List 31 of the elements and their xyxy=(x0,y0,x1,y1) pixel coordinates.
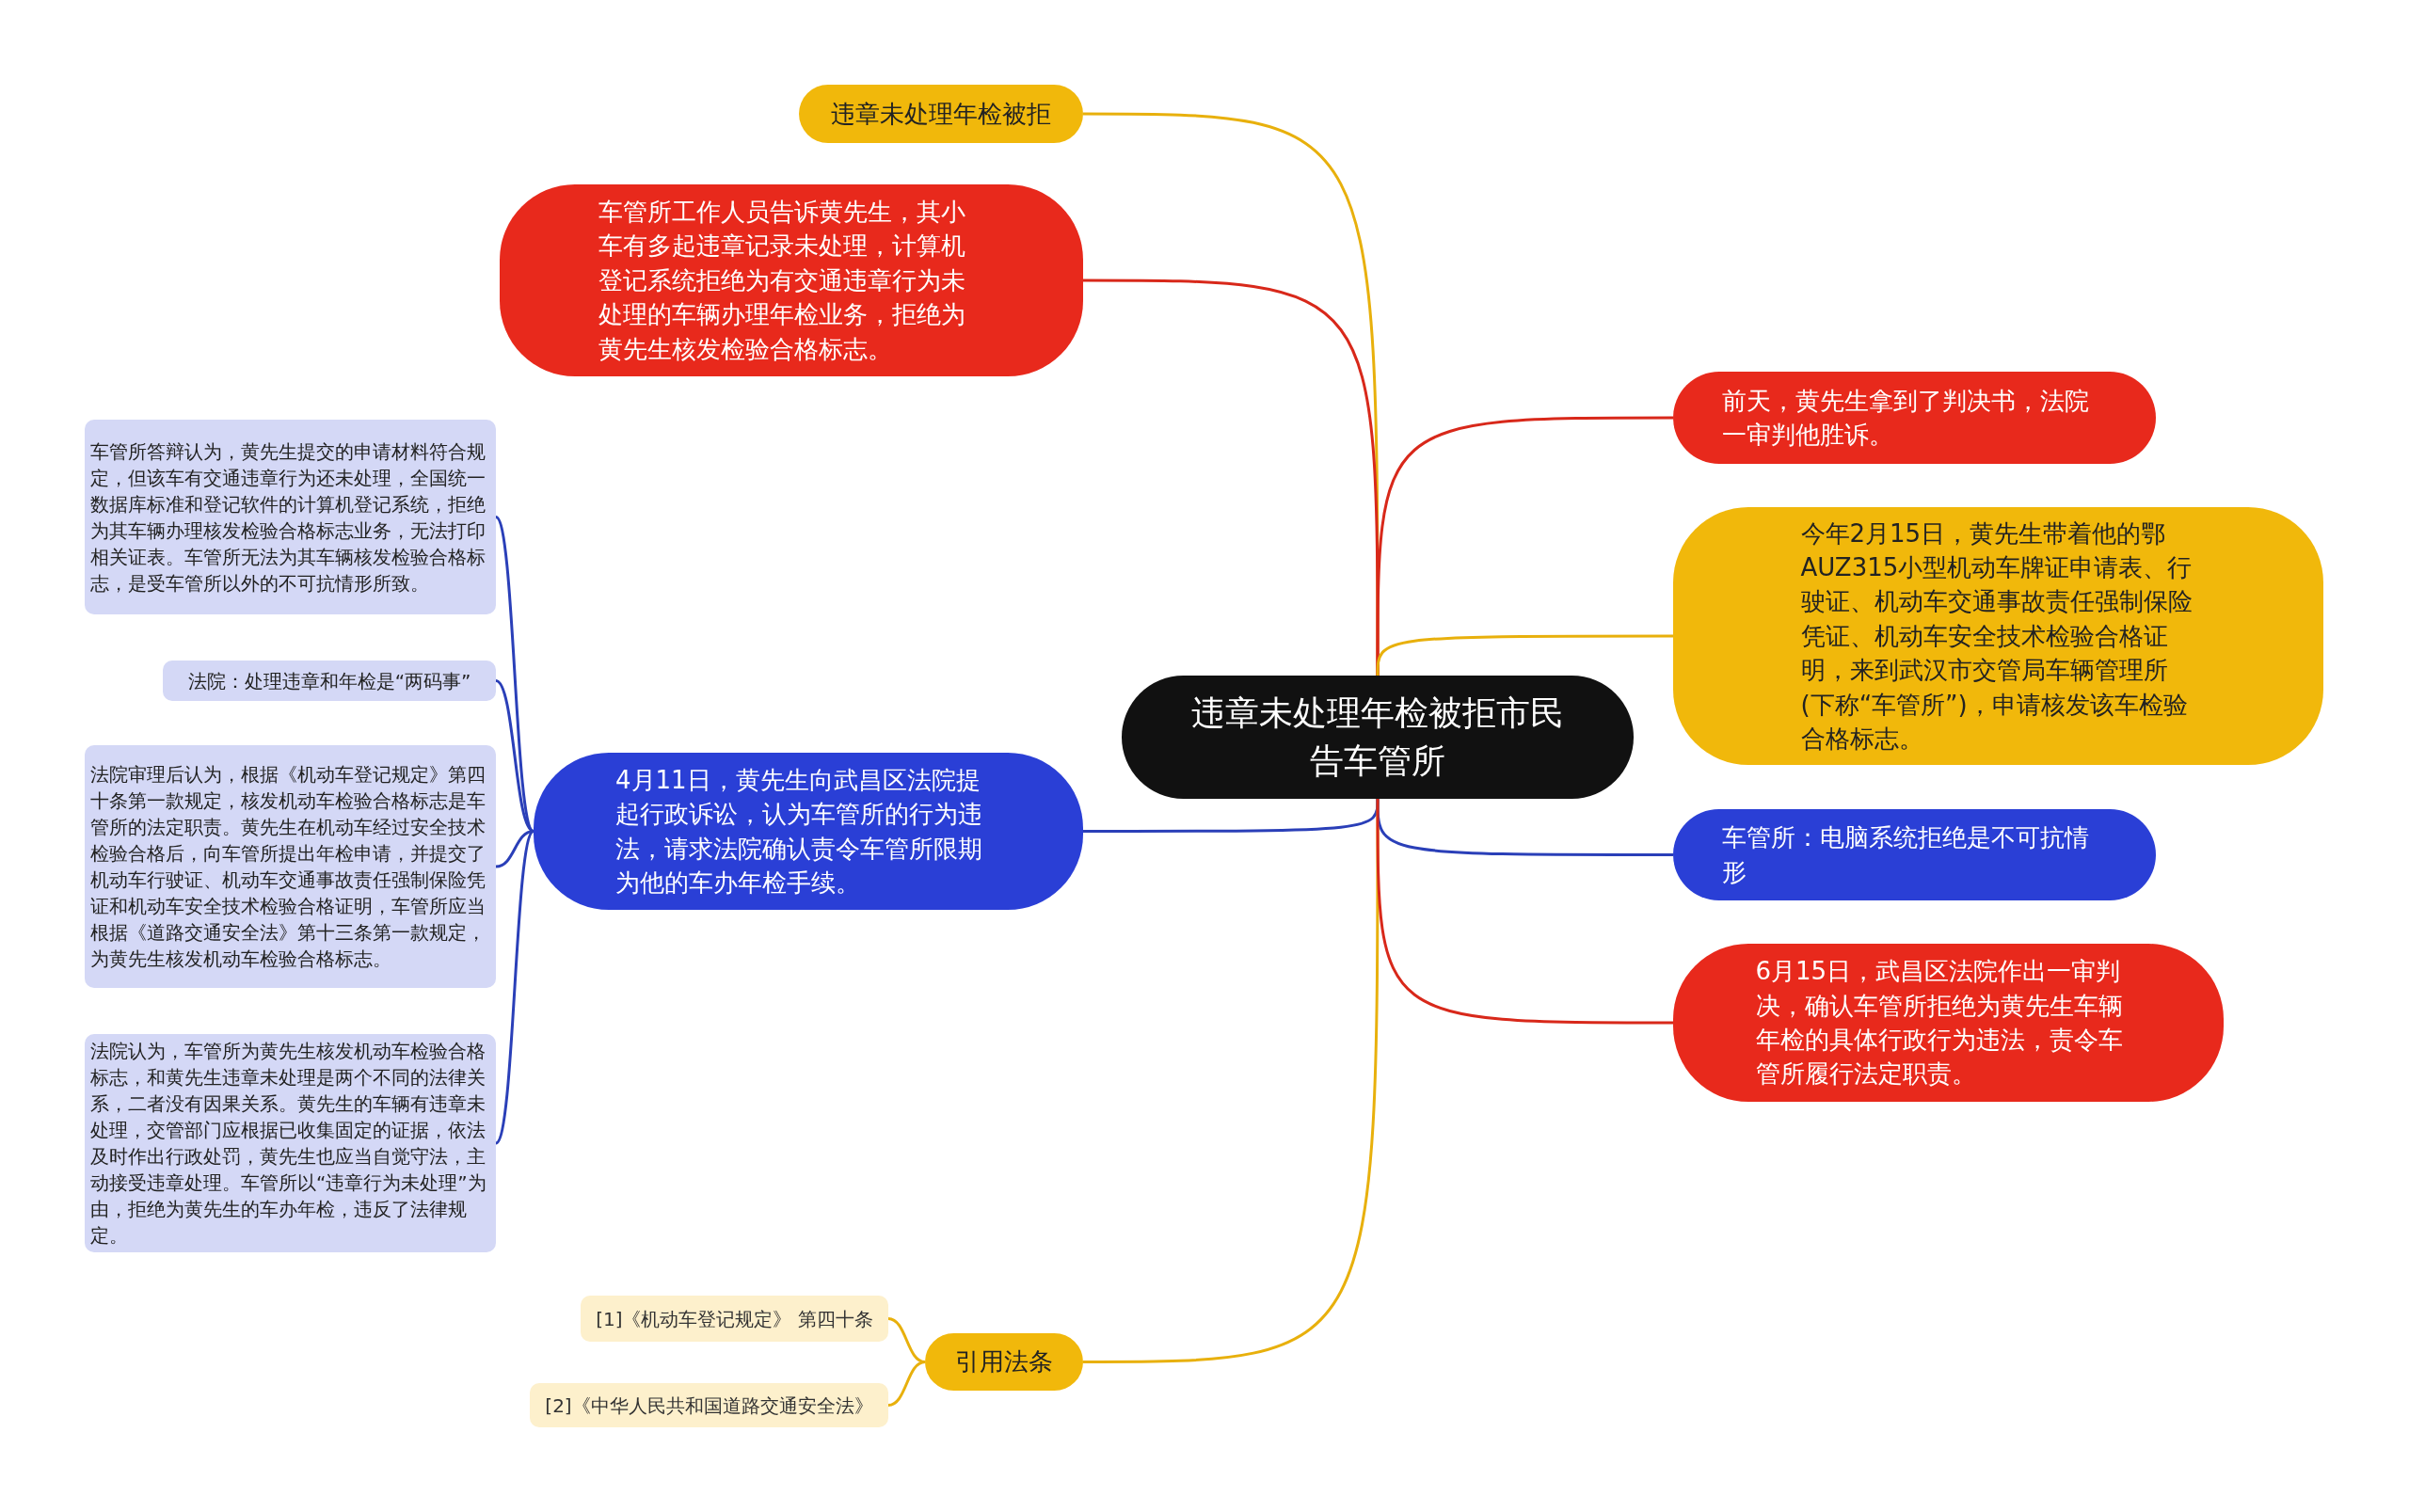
topic-text: 今年2月15日，黄先生带着他的鄂AUZ315小型机动车牌证申请表、行驶证、机动车交通事故责任强制保险凭证、机动车安全技术检验合格证明，来到武汉市交管局车辆管理所(下称“车管所”)，申请核发该车检验合格标志。 xyxy=(1800,517,2194,755)
topic-text: 4月11日，黄先生向武昌区法院提起行政诉讼，认为车管所的行为违法，请求法院确认责令车管所限期为他的车办年检手续。 xyxy=(615,764,983,899)
topic-bubble xyxy=(1673,507,2323,765)
connector-line xyxy=(1083,279,1380,676)
topic-text: 车管所工作人员告诉黄先生，其小车有多起违章记录未处理，计算机登记系统拒绝为有交通违章行为未处理的车辆办理年检业务，拒绝为黄先生核发检验合格标志。 xyxy=(598,197,966,365)
topic-text: 前天，黄先生拿到了判决书，法院一审判他胜诉。 xyxy=(1721,385,2090,451)
topic-text: 法院审理后认为，根据《机动车登记规定》第四十条第一款规定，核发机动车检验合格标志是车管所的法定职责。黄先生在机动车经过安全技术检验合格后，向车管所提出年检申请，并提交了机动车行驶证、机动车交通事故责任强制保险凭证和机动车安全技术检验合格证明，车管所应当根据《道路交通安全法》第十三条第一款规定，为黄先生核发机动车检验合格标志。 xyxy=(90,762,487,972)
topic-text: 车管所：电脑系统拒绝是不可抗情形 xyxy=(1721,822,2090,888)
topic-bubble xyxy=(925,1333,1083,1391)
reference-box xyxy=(530,1383,888,1427)
topic-text: [2]《中华人民共和国道路交通安全法》 xyxy=(545,1393,873,1419)
note-box xyxy=(85,745,496,988)
connector-line xyxy=(1376,634,1673,676)
connector-line xyxy=(1376,799,1673,1025)
topic-text: 违章未处理年检被拒 xyxy=(831,98,1051,130)
topic-title: 违章未处理年检被拒市民告车管所 xyxy=(1190,692,1565,782)
connector-line xyxy=(887,1361,926,1407)
connector-line xyxy=(494,516,535,833)
topic-text: 法院认为，车管所为黄先生核发机动车检验合格标志，和黄先生违章未处理是两个不同的法律关系，二者没有因果关系。黄先生的车辆有违章未处理，交管部门应根据已收集固定的证据，依法及时作出行政处罚，黄先生也应当自觉守法，主动接受违章处理。车管所以“违章行为未处理”为由，拒绝为黄先生的车办年检，违反了法律规定。 xyxy=(90,1039,487,1249)
topic-text: 引用法条 xyxy=(955,1346,1053,1378)
topic-text: 法院：处理违章和年检是“两码事” xyxy=(187,668,471,694)
topic-text: [1]《机动车登记规定》 第四十条 xyxy=(596,1306,873,1332)
reference-box xyxy=(581,1296,888,1342)
topic-text: 6月15日，武昌区法院作出一审判决，确认车管所拒绝为黄先生车辆年检的具体行政行为违法，责令车管所履行法定职责。 xyxy=(1755,956,2124,1090)
note-box xyxy=(163,661,496,701)
connector-line xyxy=(1083,799,1380,1363)
note-box xyxy=(85,420,496,614)
connector-line xyxy=(495,679,534,833)
connector-line xyxy=(494,830,535,1144)
topic-text: 车管所答辩认为，黄先生提交的申请材料符合规定，但该车有交通违章行为还未处理，全国统一数据库标准和登记软件的计算机登记系统，拒绝为其车辆办理核发检验合格标志业务，无法打印相关证表。车管所无法为其车辆核发检验合格标志，是受车管所以外的不可抗情形所致。 xyxy=(90,438,487,597)
connector-line xyxy=(1376,416,1673,676)
